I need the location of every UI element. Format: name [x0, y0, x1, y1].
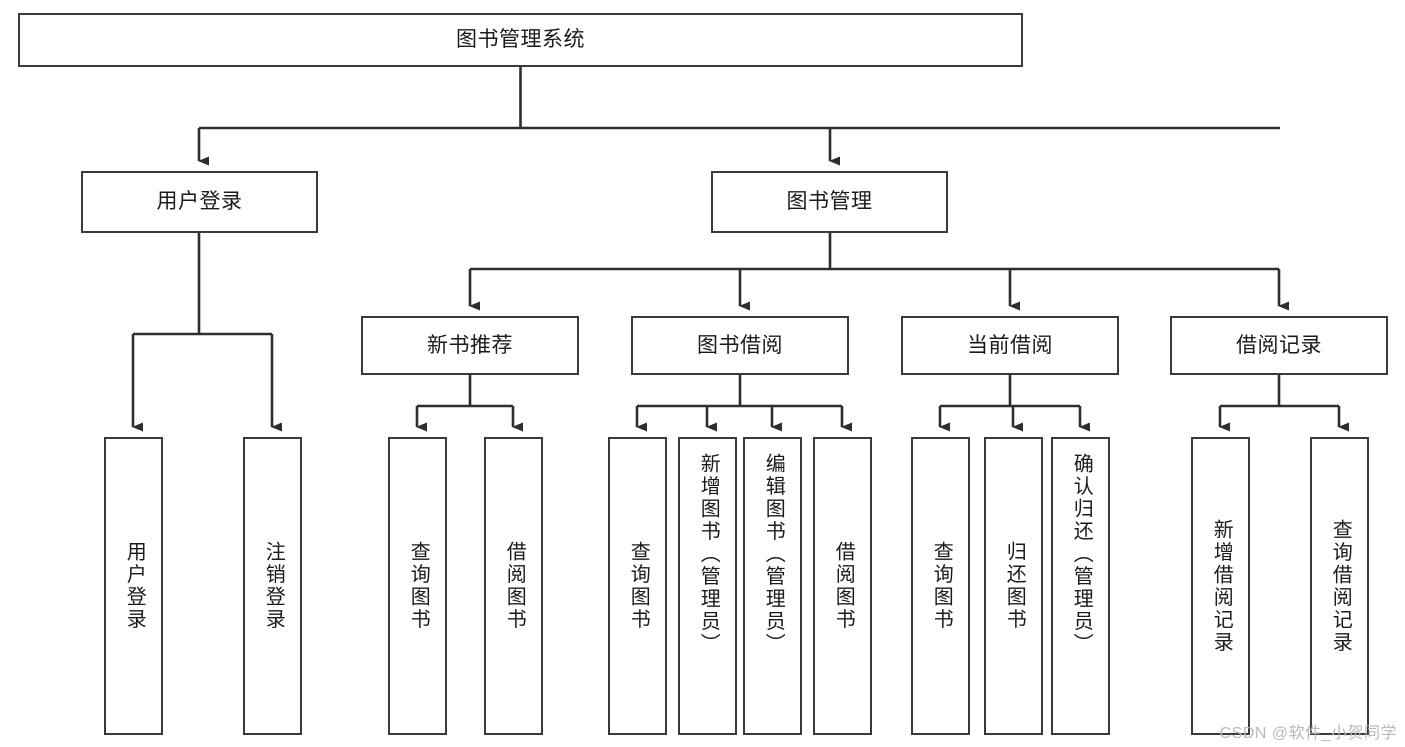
- node-root[interactable]: 图书管理系统: [18, 13, 1023, 67]
- node-book-management-group[interactable]: 图书管理: [711, 171, 948, 233]
- leaf-query-book-borrow[interactable]: 查询图书: [608, 437, 667, 735]
- leaf-borrow-book[interactable]: 借阅图书: [813, 437, 872, 735]
- leaf-logout[interactable]: 注销登录: [243, 437, 302, 735]
- leaf-borrow-book-recommend-label: 借阅图书: [503, 541, 526, 631]
- leaf-user-login-label: 用户登录: [123, 541, 146, 631]
- node-borrow-records[interactable]: 借阅记录: [1170, 316, 1388, 375]
- leaf-edit-book-admin-label: 编辑图书（管理员）: [762, 453, 785, 656]
- node-book-management-group-label: 图书管理: [786, 190, 873, 214]
- node-current-borrow[interactable]: 当前借阅: [901, 316, 1119, 375]
- node-user-login-group[interactable]: 用户登录: [81, 171, 318, 233]
- node-new-book-recommend-label: 新书推荐: [427, 333, 513, 357]
- leaf-query-book-recommend-label: 查询图书: [407, 541, 430, 631]
- leaf-add-book-admin-label: 新增图书（管理员）: [697, 453, 720, 656]
- leaf-query-borrow-record-label: 查询借阅记录: [1329, 518, 1352, 654]
- leaf-add-book-admin[interactable]: 新增图书（管理员）: [678, 437, 737, 735]
- leaf-query-book-current[interactable]: 查询图书: [911, 437, 970, 735]
- leaf-add-borrow-record-label: 新增借阅记录: [1210, 518, 1233, 654]
- leaf-confirm-return-admin-label: 确认归还（管理员）: [1070, 453, 1093, 656]
- watermark-text: CSDN @软件_小贺同学: [1219, 725, 1397, 742]
- leaf-return-book-label: 归还图书: [1003, 541, 1026, 631]
- leaf-borrow-book-recommend[interactable]: 借阅图书: [484, 437, 543, 735]
- node-new-book-recommend[interactable]: 新书推荐: [361, 316, 579, 375]
- leaf-query-borrow-record[interactable]: 查询借阅记录: [1310, 437, 1369, 735]
- leaf-add-borrow-record[interactable]: 新增借阅记录: [1191, 437, 1250, 735]
- node-borrow-records-label: 借阅记录: [1236, 333, 1322, 357]
- leaf-query-book-recommend[interactable]: 查询图书: [388, 437, 447, 735]
- node-root-label: 图书管理系统: [456, 28, 585, 52]
- node-current-borrow-label: 当前借阅: [967, 333, 1053, 357]
- node-book-borrow-label: 图书借阅: [697, 333, 783, 357]
- leaf-query-book-current-label: 查询图书: [930, 541, 953, 631]
- leaf-user-login[interactable]: 用户登录: [104, 437, 163, 735]
- leaf-confirm-return-admin[interactable]: 确认归还（管理员）: [1051, 437, 1110, 735]
- leaf-query-book-borrow-label: 查询图书: [627, 541, 650, 631]
- node-user-login-group-label: 用户登录: [156, 190, 243, 214]
- leaf-edit-book-admin[interactable]: 编辑图书（管理员）: [743, 437, 802, 735]
- leaf-return-book[interactable]: 归还图书: [984, 437, 1043, 735]
- leaf-borrow-book-label: 借阅图书: [832, 541, 855, 631]
- leaf-logout-label: 注销登录: [262, 541, 285, 631]
- node-book-borrow[interactable]: 图书借阅: [631, 316, 849, 375]
